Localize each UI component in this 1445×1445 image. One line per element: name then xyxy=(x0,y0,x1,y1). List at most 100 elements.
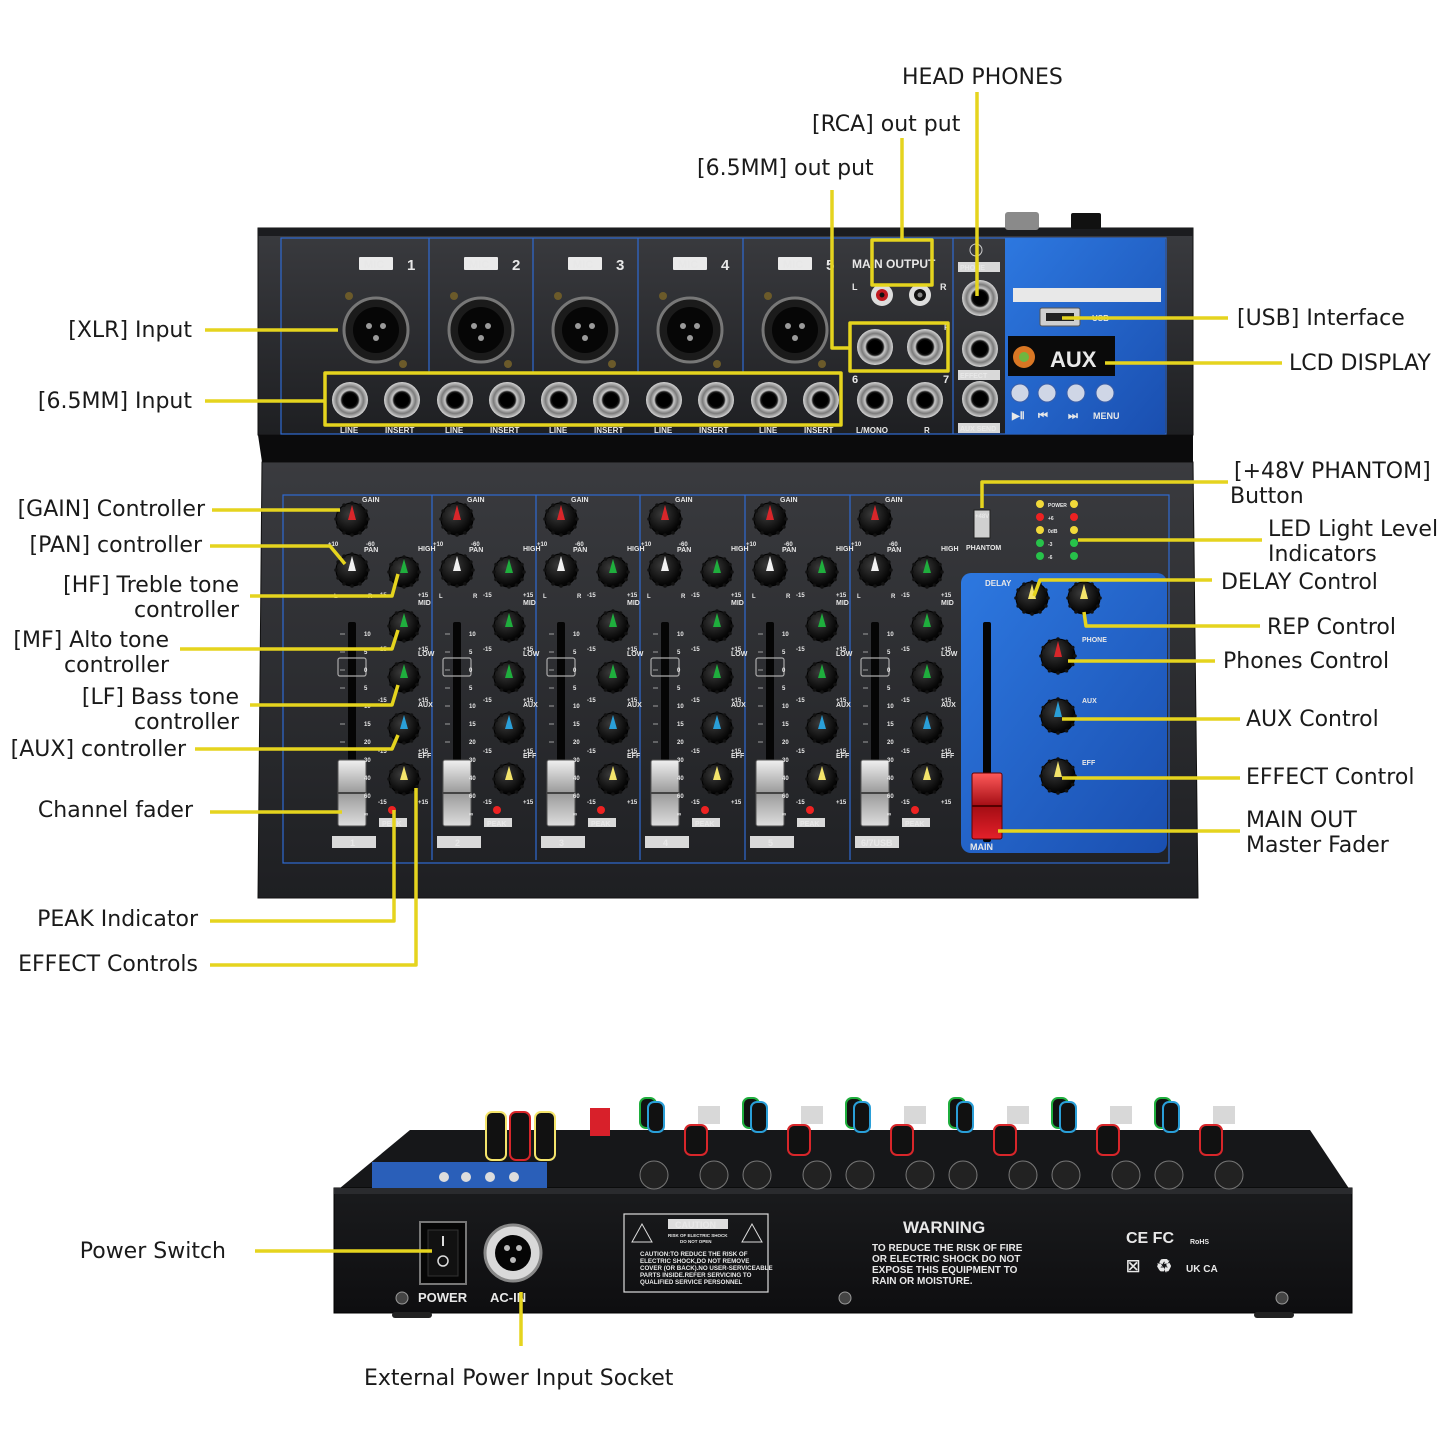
level-led xyxy=(1036,500,1044,508)
callout-65mm-input: [6.5MM] Input xyxy=(37,389,192,414)
rear-fader-cap xyxy=(1110,1106,1132,1124)
callout-hf-1: [HF] Treble tone xyxy=(63,573,239,598)
callout-aux: [AUX] controller xyxy=(10,737,186,762)
xlr-pin xyxy=(366,323,372,329)
rubber-foot xyxy=(1254,1312,1294,1318)
peak-led xyxy=(806,806,814,814)
callout-phantom-1: [+48V PHANTOM] xyxy=(1234,459,1431,484)
rear-gain-knob xyxy=(787,1124,811,1156)
rear-gain-knob xyxy=(684,1124,708,1156)
rear-knob xyxy=(853,1101,871,1133)
screw xyxy=(818,360,826,368)
rear-gain-knob xyxy=(1199,1124,1223,1156)
warning-triangle-icon xyxy=(631,1222,653,1243)
level-led xyxy=(1070,526,1078,534)
mic-label-box xyxy=(359,257,393,270)
callout-aux-master: AUX Control xyxy=(1246,707,1379,732)
rear-fader-cap xyxy=(1007,1106,1029,1124)
xlr-pin xyxy=(687,335,693,341)
channel-number-tag xyxy=(855,836,899,848)
screw xyxy=(399,360,407,368)
unity-mark xyxy=(442,657,472,677)
callout-power-switch: Power Switch xyxy=(79,1239,226,1264)
channel-number-tag xyxy=(645,836,689,848)
rubber-foot xyxy=(392,1312,432,1318)
rear-fader-cap xyxy=(801,1106,823,1124)
mic-label-box xyxy=(464,257,498,270)
xlr-pin xyxy=(582,335,588,341)
rear-fader-cap xyxy=(1213,1106,1235,1124)
rear-fader-cap xyxy=(698,1106,720,1124)
unity-mark xyxy=(546,657,576,677)
callout-peak: PEAK Indicator xyxy=(37,907,198,932)
level-led xyxy=(1070,513,1078,521)
peak-led xyxy=(493,806,501,814)
channel-number-tag xyxy=(750,836,794,848)
rear-gain-knob xyxy=(993,1124,1017,1156)
screw xyxy=(395,1291,409,1305)
xlr-pin xyxy=(785,323,791,329)
callout-main-2: Master Fader xyxy=(1246,833,1389,858)
callout-effect-master: EFFECT Control xyxy=(1246,765,1415,790)
callout-rca-out: [RCA] out put xyxy=(812,112,961,137)
callout-main-1: MAIN OUT xyxy=(1246,808,1357,833)
rear-jack xyxy=(699,1160,729,1190)
xlr-pin xyxy=(694,323,700,329)
callout-delay: DELAY Control xyxy=(1221,570,1378,595)
mic-label-box xyxy=(568,257,602,270)
peak-led xyxy=(388,806,396,814)
level-led xyxy=(1070,552,1078,560)
xlr-pin xyxy=(373,335,379,341)
callout-usb: [USB] Interface xyxy=(1237,306,1405,331)
xlr-pin xyxy=(792,335,798,341)
channel-number-tag xyxy=(541,836,585,848)
rear-master-knob xyxy=(534,1111,556,1161)
unity-mark xyxy=(755,657,785,677)
peak-led xyxy=(911,806,919,814)
screw xyxy=(554,292,562,300)
mp3-button xyxy=(1095,383,1115,403)
unity-mark xyxy=(337,657,367,677)
channel-number-tag xyxy=(437,836,481,848)
screw xyxy=(504,360,512,368)
callout-rep: REP Control xyxy=(1267,615,1396,640)
warning-triangle-icon xyxy=(741,1222,763,1243)
callout-pan: [PAN] controller xyxy=(29,533,202,558)
callout-hf-2: controller xyxy=(134,598,239,623)
mp3-button xyxy=(1037,383,1057,403)
mp3-button xyxy=(1010,383,1030,403)
level-led xyxy=(1036,513,1044,521)
xlr-pin xyxy=(799,323,805,329)
callout-xlr-input: [XLR] Input xyxy=(68,318,192,343)
screw xyxy=(1275,1291,1289,1305)
callout-led-2: Indicators xyxy=(1268,542,1377,567)
rear-jack xyxy=(905,1160,935,1190)
screw xyxy=(713,360,721,368)
rear-master-fader xyxy=(590,1108,610,1136)
xlr-pin xyxy=(471,323,477,329)
screw xyxy=(659,292,667,300)
xlr-pin xyxy=(380,323,386,329)
rear-xlr xyxy=(1051,1160,1081,1190)
rear-knob xyxy=(956,1101,974,1133)
callout-led-1: LED Light Level xyxy=(1268,517,1439,542)
level-led xyxy=(1070,500,1078,508)
rear-knob xyxy=(750,1101,768,1133)
mp3-button xyxy=(1066,383,1086,403)
screw xyxy=(764,292,772,300)
callout-lf-1: [LF] Bass tone xyxy=(81,685,239,710)
rear-jack xyxy=(1008,1160,1038,1190)
callout-mf-2: controller xyxy=(64,653,169,678)
level-led xyxy=(1070,539,1078,547)
screw xyxy=(450,292,458,300)
rear-fader-cap xyxy=(904,1106,926,1124)
rear-gain-knob xyxy=(1096,1124,1120,1156)
level-led xyxy=(1036,552,1044,560)
rear-master-knob xyxy=(485,1111,507,1161)
caution-label-box xyxy=(623,1213,769,1293)
unity-mark xyxy=(650,657,680,677)
rear-jack xyxy=(1111,1160,1141,1190)
callout-lf-2: controller xyxy=(134,710,239,735)
mp3-title-bar xyxy=(1013,288,1161,302)
rear-knob xyxy=(1162,1101,1180,1133)
